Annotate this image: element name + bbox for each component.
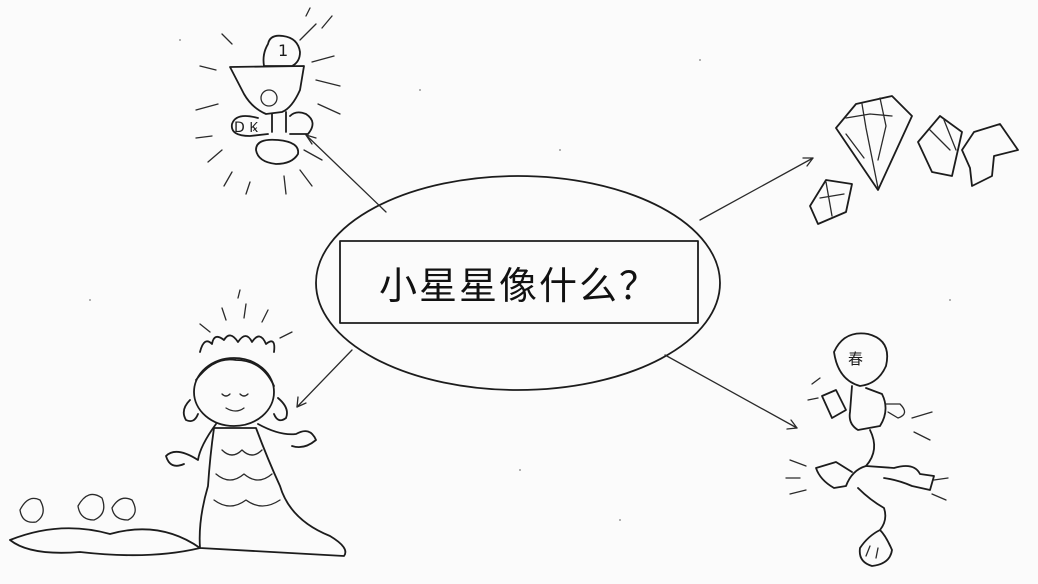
arrow-to-trophy: [305, 134, 387, 213]
trophy-numeral: 1: [278, 41, 288, 60]
gems-drawing: [809, 95, 1019, 225]
robot-drawing: 春: [785, 332, 949, 567]
robot-character-glyph: 春: [848, 350, 863, 368]
center-question: 小星星像什么？: [378, 263, 659, 308]
paper-specks: [89, 39, 951, 521]
arrow-to-robot: [664, 354, 798, 430]
center-ellipse: [315, 175, 721, 391]
arrow-to-princess: [296, 349, 353, 408]
trophy-drawing: 1 D Ꝃ: [195, 7, 341, 195]
center-title-box: [339, 240, 699, 324]
princess-drawing: [9, 289, 347, 557]
arrow-to-gems: [699, 157, 814, 221]
trophy-letters: D Ꝃ: [234, 120, 258, 136]
